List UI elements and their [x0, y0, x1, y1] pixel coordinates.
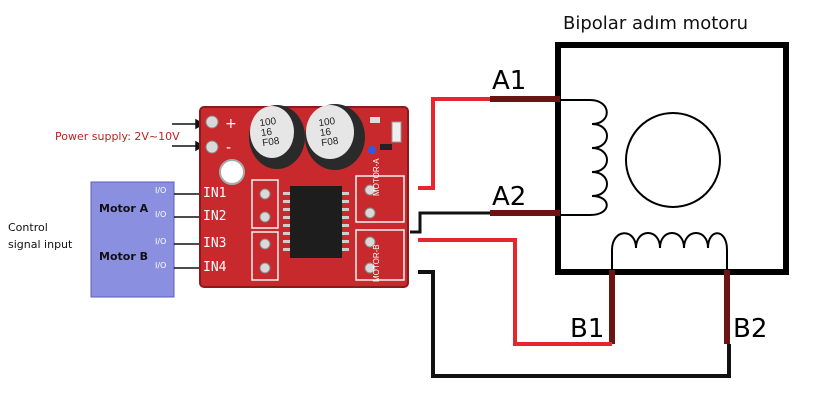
pad-vplus [205, 115, 219, 129]
capacitor-1 [249, 105, 305, 169]
control-signal-label: Control signal input [8, 219, 72, 253]
input-frame-1 [251, 179, 279, 229]
pin-label-b2: B2 [733, 314, 768, 344]
wire-a2 [410, 211, 490, 234]
smd-3 [380, 144, 392, 150]
input-label-in2: IN2 [203, 209, 227, 224]
input-label-in1: IN1 [203, 186, 227, 201]
io-label-4: I/O [155, 261, 167, 270]
io-label-3: I/O [155, 237, 167, 246]
pin-label-a1: A1 [492, 66, 527, 96]
minus-mark: - [226, 140, 231, 156]
smd-1 [370, 117, 380, 123]
board-shade [199, 106, 409, 288]
capacitor-2 [305, 104, 365, 170]
motor-a-output-label: MOTOR-A [372, 158, 381, 196]
input-label-in4: IN4 [203, 260, 227, 275]
motor-a-label: Motor A [99, 202, 149, 215]
motor-rotor [625, 112, 721, 208]
output-frame-b [355, 229, 405, 281]
input-frame-2 [251, 231, 279, 281]
driver-ic [283, 186, 349, 258]
power-supply-label: Power supply: 2V~10V [55, 130, 180, 143]
control-label-line-1: Control [8, 221, 48, 234]
io-label-2: I/O [155, 210, 167, 219]
control-label-line-2: signal input [8, 238, 73, 251]
motor-b-label: Motor B [99, 250, 148, 263]
wire-b2 [418, 270, 731, 378]
mount-hole [219, 159, 245, 185]
led [368, 146, 376, 154]
pad-gnd [205, 140, 219, 154]
motor-b-output-label: MOTOR-B [372, 244, 381, 282]
smd-2 [391, 121, 402, 143]
output-pads [364, 184, 376, 274]
control-box [90, 181, 175, 298]
motor-title: Bipolar adım motoru [563, 13, 749, 34]
wire-a1 [418, 97, 490, 190]
pin-label-a2: A2 [492, 182, 527, 212]
io-label-1: I/O [155, 186, 167, 195]
motor-housing [555, 42, 789, 275]
input-label-in3: IN3 [203, 236, 227, 251]
coil-a [560, 99, 608, 216]
plus-mark: + [225, 116, 237, 132]
pin-label-b1: B1 [570, 314, 605, 344]
output-frame-a [355, 175, 405, 223]
input-pads [259, 188, 271, 274]
wire-b1 [418, 238, 612, 346]
coil-b [611, 232, 728, 270]
